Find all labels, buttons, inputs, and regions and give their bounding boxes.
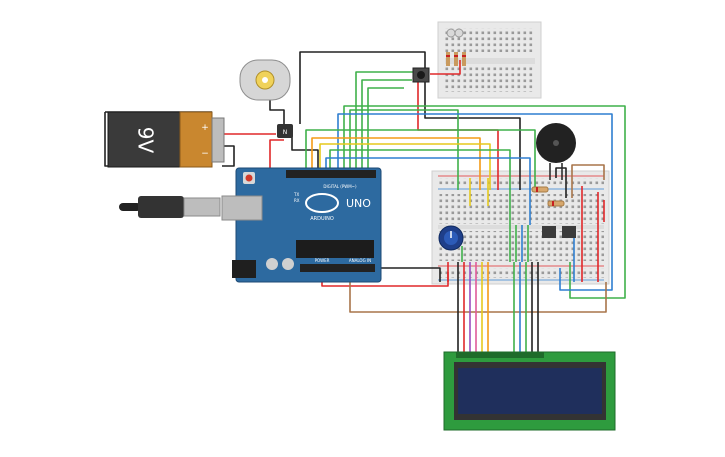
potentiometer[interactable] [438,225,464,251]
battery-plus-label: + [201,123,209,133]
resistors[interactable] [531,186,565,207]
battery-9v[interactable]: 9V + − [107,111,225,168]
arduino-model: UNO [346,197,371,210]
arduino-brand: ARDUINO [310,216,334,222]
analog-label: ANALOG IN [349,258,371,263]
power-label: POWER [315,258,330,263]
leds[interactable] [446,28,464,38]
pushbutton[interactable] [412,67,430,83]
digital-header-label: DIGITAL (PWM~) [323,184,357,189]
battery-label: 9V [134,127,158,154]
lcd-display[interactable] [443,351,616,431]
main-breadboard[interactable] [431,170,610,285]
transistor-label: N [283,129,288,136]
small-breadboard-resistors [446,52,466,66]
usb-cable [119,196,221,218]
tx-label: TX [293,192,299,197]
rx-label: RX [294,198,300,203]
arduino-uno[interactable]: ARDUINO UNO DIGITAL (PWM~) TX RX POWER A… [221,167,382,283]
dc-motor[interactable] [239,59,291,101]
battery-minus-label: − [201,149,209,159]
tactile-buttons[interactable] [542,226,576,238]
transistor[interactable]: N [277,124,293,138]
piezo-buzzer[interactable] [536,123,576,180]
